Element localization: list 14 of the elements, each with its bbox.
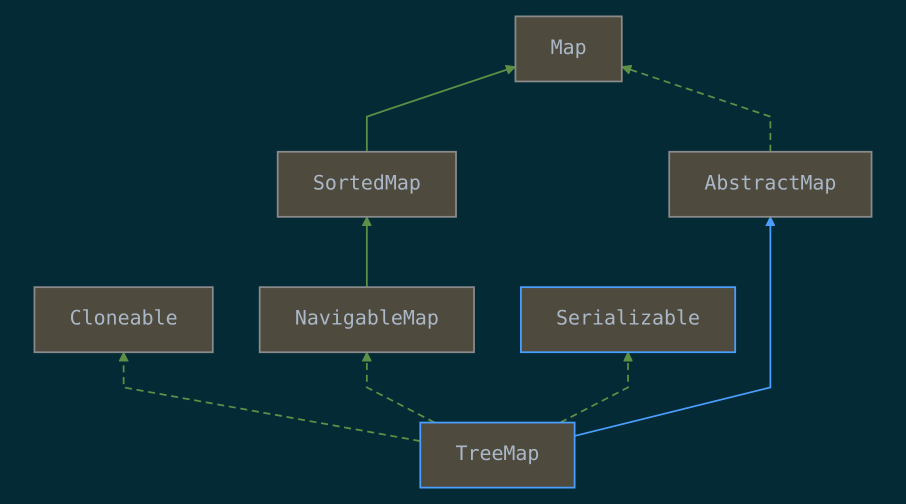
node-box: AbstractMap — [668, 150, 872, 218]
arrow — [362, 216, 372, 288]
node-box: TreeMap — [419, 422, 576, 488]
node-box: Serializable — [520, 286, 736, 354]
node-box: NavigableMap — [258, 286, 475, 354]
arrow — [574, 216, 776, 437]
node-box: Cloneable — [34, 286, 214, 354]
node-box: SortedMap — [276, 150, 457, 218]
arrow — [118, 352, 420, 442]
arrow — [621, 64, 772, 152]
node-box: Map — [514, 16, 623, 82]
arrow — [362, 352, 436, 424]
arrow — [560, 352, 634, 424]
arrow — [366, 64, 516, 152]
